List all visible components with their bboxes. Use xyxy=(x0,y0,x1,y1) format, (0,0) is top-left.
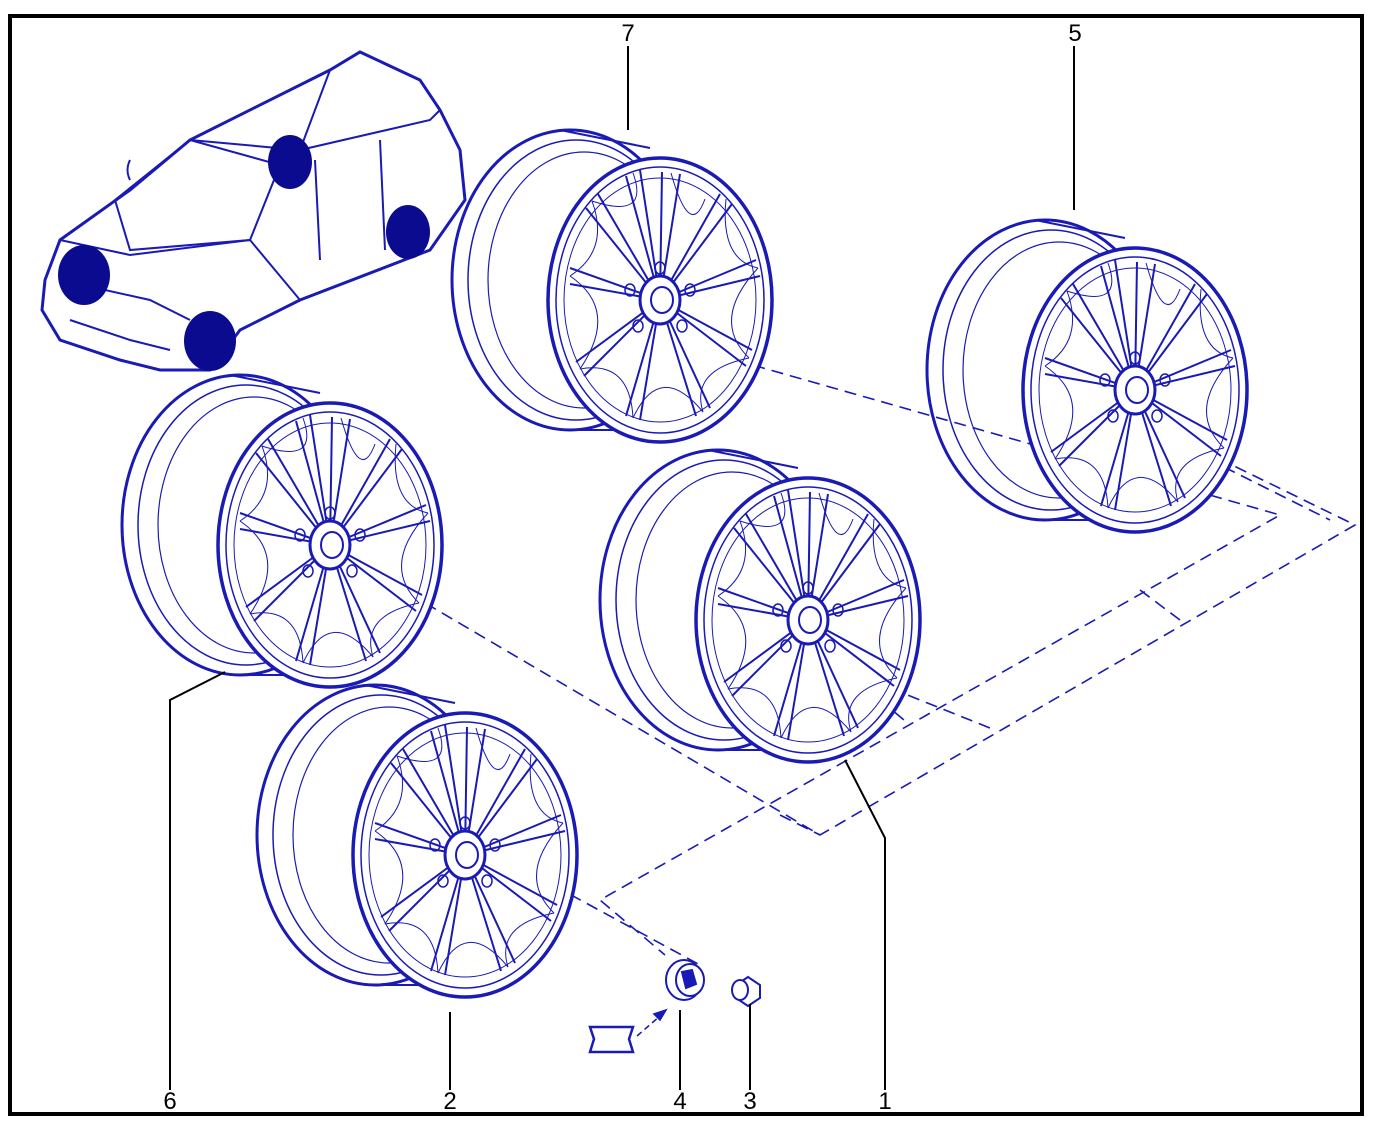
callout-3: 3 xyxy=(743,1088,757,1115)
callout-7: 7 xyxy=(621,20,635,47)
callout-5: 5 xyxy=(1068,20,1082,47)
callout-1: 1 xyxy=(878,1088,892,1115)
wheel-2 xyxy=(255,683,579,999)
wheel-nut-icon xyxy=(731,975,761,1008)
diagram-frame xyxy=(8,14,1364,1116)
callout-4: 4 xyxy=(673,1088,687,1115)
vehicle-illustration xyxy=(40,50,467,372)
wheel-1 xyxy=(598,448,922,764)
emblem-label-icon xyxy=(588,1025,635,1054)
callout-leader-lines xyxy=(169,46,1075,1090)
label-arrow xyxy=(636,1008,668,1037)
center-cap-icon xyxy=(665,959,705,1001)
wheel-6 xyxy=(120,373,444,689)
wheel-location-markers xyxy=(58,135,430,371)
wheel-7 xyxy=(450,128,774,444)
wheel-5 xyxy=(925,218,1249,534)
callout-2: 2 xyxy=(443,1088,457,1115)
callout-6: 6 xyxy=(163,1088,177,1115)
